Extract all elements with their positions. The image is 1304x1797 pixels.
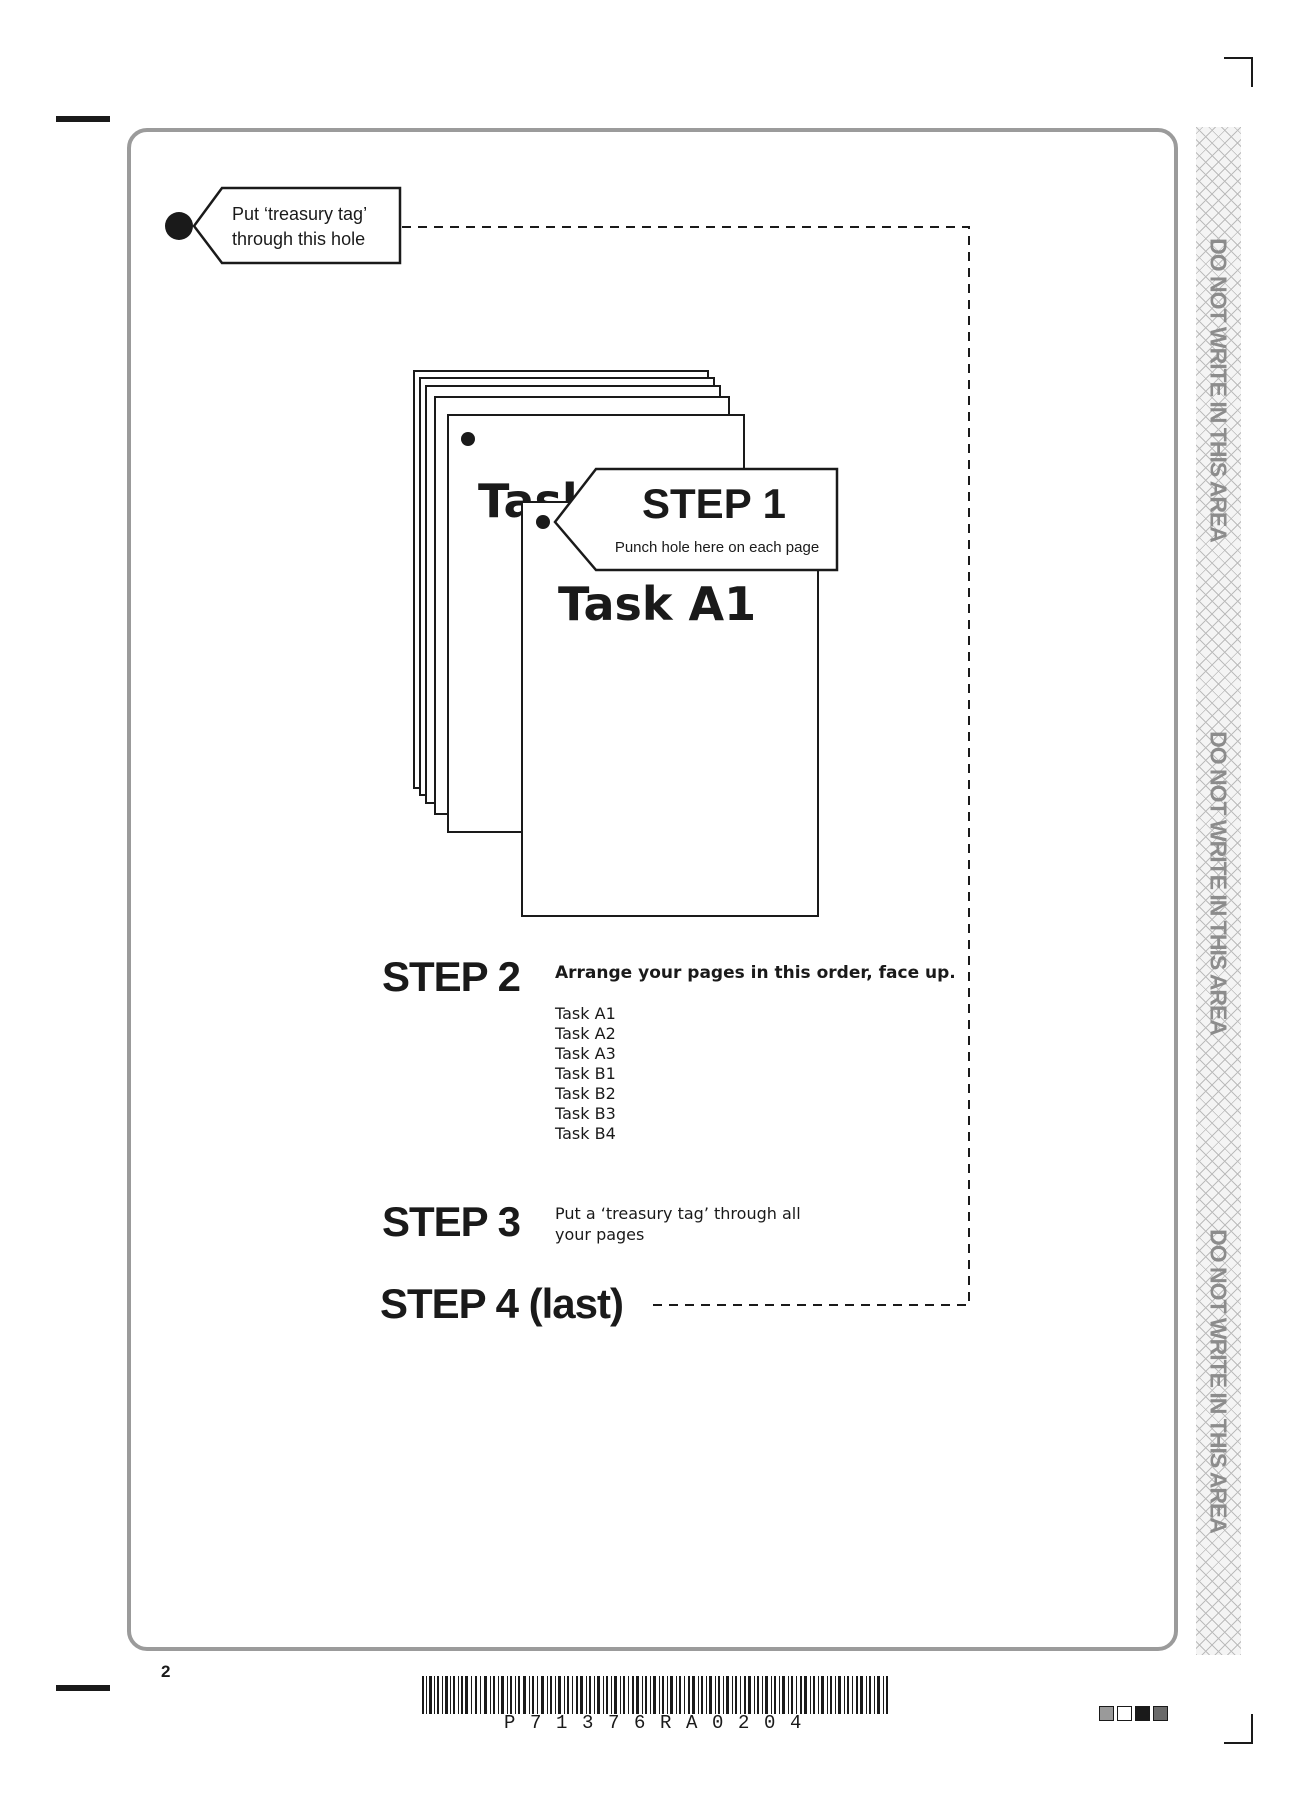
- list-item: Task B4: [555, 1124, 616, 1143]
- square-grey: [1099, 1706, 1114, 1721]
- step1-caption: Punch hole here on each page: [615, 539, 819, 556]
- print-registration-squares: [1099, 1706, 1171, 1721]
- step1-tag: [553, 467, 839, 572]
- page-number: 2: [161, 1662, 171, 1681]
- answer-frame: [127, 128, 1178, 1651]
- registration-mark-top-left: [56, 116, 110, 122]
- list-item: Task B3: [555, 1104, 616, 1123]
- step1-title: STEP 1: [642, 480, 786, 527]
- square-white: [1117, 1706, 1132, 1721]
- tag-text-line2: through this hole: [232, 229, 365, 249]
- front-page-title: Task A1: [558, 577, 756, 631]
- list-item: Task A3: [555, 1044, 616, 1063]
- list-item: Task A2: [555, 1024, 616, 1043]
- barcode-number: P71376RA0204: [503, 1712, 817, 1734]
- square-black: [1135, 1706, 1150, 1721]
- corner-mark-bottom-right-h: [1224, 1742, 1253, 1744]
- step4-title: STEP 4 (last): [380, 1280, 624, 1327]
- punched-hole-icon: [461, 432, 475, 446]
- step2-title: STEP 2: [382, 953, 521, 1000]
- list-item: Task B1: [555, 1064, 616, 1083]
- corner-mark-top-right-h: [1224, 57, 1253, 59]
- list-item: Task B2: [555, 1084, 616, 1103]
- step3-line1: Put a ‘treasury tag’ through all: [555, 1204, 801, 1223]
- square-dark-grey: [1153, 1706, 1168, 1721]
- tag-hole-icon: [165, 212, 193, 240]
- step3-title: STEP 3: [382, 1198, 521, 1245]
- step3-line2: your pages: [555, 1225, 645, 1244]
- barcode: [422, 1676, 888, 1714]
- corner-mark-bottom-right-v: [1251, 1714, 1253, 1744]
- corner-mark-top-right-v: [1251, 57, 1253, 87]
- tag-text-line1: Put ‘treasury tag’: [232, 204, 367, 224]
- treasury-tag-label: Put ‘treasury tag’ through this hole: [165, 186, 402, 265]
- dashed-guide-line: [402, 226, 970, 1306]
- do-not-write-strip: [1196, 127, 1241, 1655]
- registration-mark-bottom-left: [56, 1685, 110, 1691]
- page-order-list: Task A1 Task A2 Task A3 Task B1 Task B2 …: [555, 1004, 616, 1144]
- step2-instruction: Arrange your pages in this order, face u…: [555, 963, 956, 983]
- tag-shape: [192, 186, 402, 265]
- front-page-hole-icon: [536, 515, 550, 529]
- list-item: Task A1: [555, 1004, 616, 1023]
